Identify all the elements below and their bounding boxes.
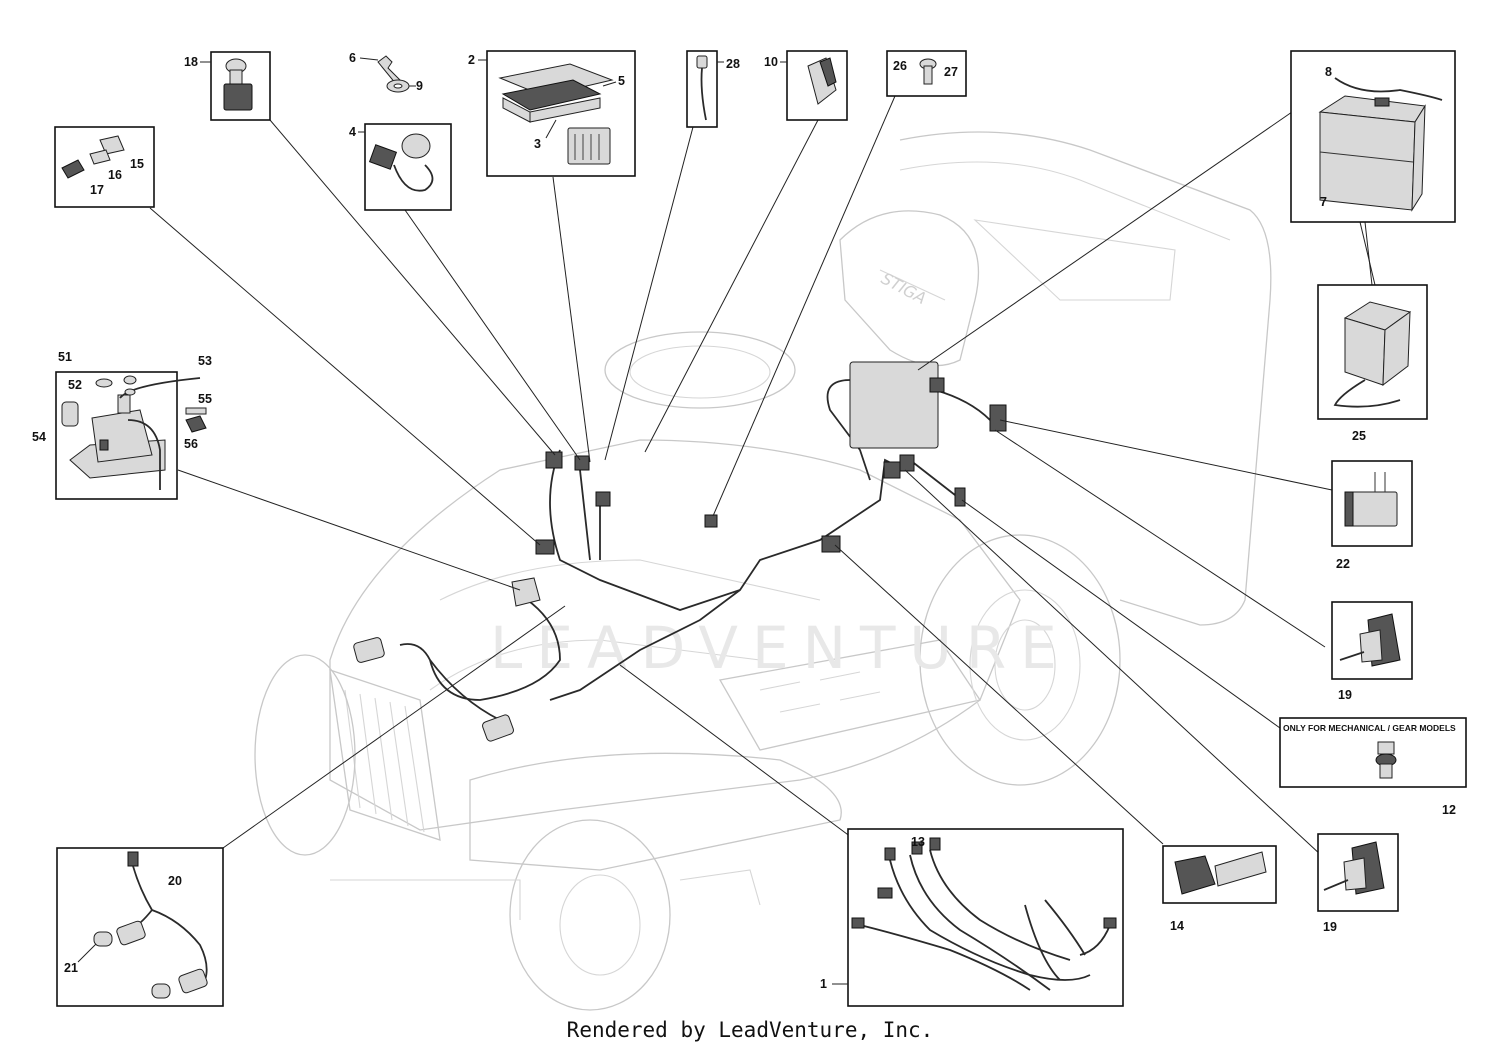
part-box-51: 51 52 53 54 55 56 xyxy=(32,350,212,500)
connector-19b xyxy=(899,454,915,472)
callout-1: 1 xyxy=(820,977,827,991)
footer-credit: Rendered by LeadVenture, Inc. xyxy=(566,1018,934,1042)
callout-51: 51 xyxy=(58,350,72,364)
part-box-10: 10 xyxy=(764,50,848,121)
part-box-19b: 19 xyxy=(1317,833,1399,934)
callout-16: 16 xyxy=(108,168,122,182)
part-box-14: 14 xyxy=(1162,845,1277,933)
callout-5: 5 xyxy=(618,74,625,88)
callout-22: 22 xyxy=(1336,557,1350,571)
connector-14 xyxy=(821,535,841,553)
part-box-25: 25 xyxy=(1317,284,1428,443)
callout-27: 27 xyxy=(944,65,958,79)
callout-20: 20 xyxy=(168,874,182,888)
part-box-22: 22 xyxy=(1331,460,1413,571)
connector-4 xyxy=(574,455,590,471)
callout-14: 14 xyxy=(1170,919,1184,933)
part-box-4: 6 9 4 xyxy=(349,51,452,211)
part-box-2: 2 5 3 xyxy=(468,50,636,177)
part-box-1: 13 1 xyxy=(820,828,1124,1007)
connector-22 xyxy=(989,404,1007,432)
connector-18 xyxy=(545,451,563,469)
callout-21: 21 xyxy=(64,961,78,975)
part-box-18: 18 xyxy=(184,51,271,121)
callout-56: 56 xyxy=(184,437,198,451)
callout-10: 10 xyxy=(764,55,778,69)
mower-outline: STIGA xyxy=(254,131,1272,1011)
part-box-20: 20 21 xyxy=(56,847,224,1007)
connector-19 xyxy=(883,461,901,479)
leader-lines xyxy=(149,95,1376,869)
battery-on-mower xyxy=(849,361,939,449)
callout-12: 12 xyxy=(1442,803,1456,817)
callout-6: 6 xyxy=(349,51,356,65)
solenoid-on-mower xyxy=(511,577,541,607)
brand-mark: STIGA xyxy=(878,269,929,308)
connector-10 xyxy=(595,491,611,507)
part-box-7: 8 7 xyxy=(1290,50,1456,223)
callout-18: 18 xyxy=(184,55,198,69)
note-mechanical-gear: ONLY FOR MECHANICAL / GEAR MODELS xyxy=(1283,723,1456,733)
callout-26: 26 xyxy=(893,59,907,73)
connector-15 xyxy=(535,539,555,555)
headlight-left xyxy=(353,637,385,663)
callout-2: 2 xyxy=(468,53,475,67)
part-box-15: 15 16 17 xyxy=(54,126,155,208)
callout-53: 53 xyxy=(198,354,212,368)
callout-15: 15 xyxy=(130,157,144,171)
callout-3: 3 xyxy=(534,137,541,151)
callout-28: 28 xyxy=(726,57,740,71)
callout-55: 55 xyxy=(198,392,212,406)
callout-19a: 19 xyxy=(1338,688,1352,702)
part-box-28: 28 xyxy=(686,50,740,128)
part-box-26: 26 27 xyxy=(886,50,967,97)
callout-25: 25 xyxy=(1352,429,1366,443)
battery-terminal xyxy=(929,377,945,393)
callout-9: 9 xyxy=(416,79,423,93)
callout-52: 52 xyxy=(68,378,82,392)
part-box-19a: 19 xyxy=(1331,601,1413,702)
callout-19b: 19 xyxy=(1323,920,1337,934)
headlight-right xyxy=(482,714,514,742)
watermark: LEADVENTURE xyxy=(490,614,1071,682)
callout-4: 4 xyxy=(349,125,356,139)
part-box-12: ONLY FOR MECHANICAL / GEAR MODELS 12 xyxy=(1279,717,1467,817)
harness-on-mower xyxy=(353,361,1007,742)
connector-26 xyxy=(704,514,718,528)
callout-13: 13 xyxy=(911,835,925,849)
callout-54: 54 xyxy=(32,430,46,444)
connector-12 xyxy=(954,487,966,507)
callout-7: 7 xyxy=(1320,195,1327,209)
callout-17: 17 xyxy=(90,183,104,197)
callout-8: 8 xyxy=(1325,65,1332,79)
